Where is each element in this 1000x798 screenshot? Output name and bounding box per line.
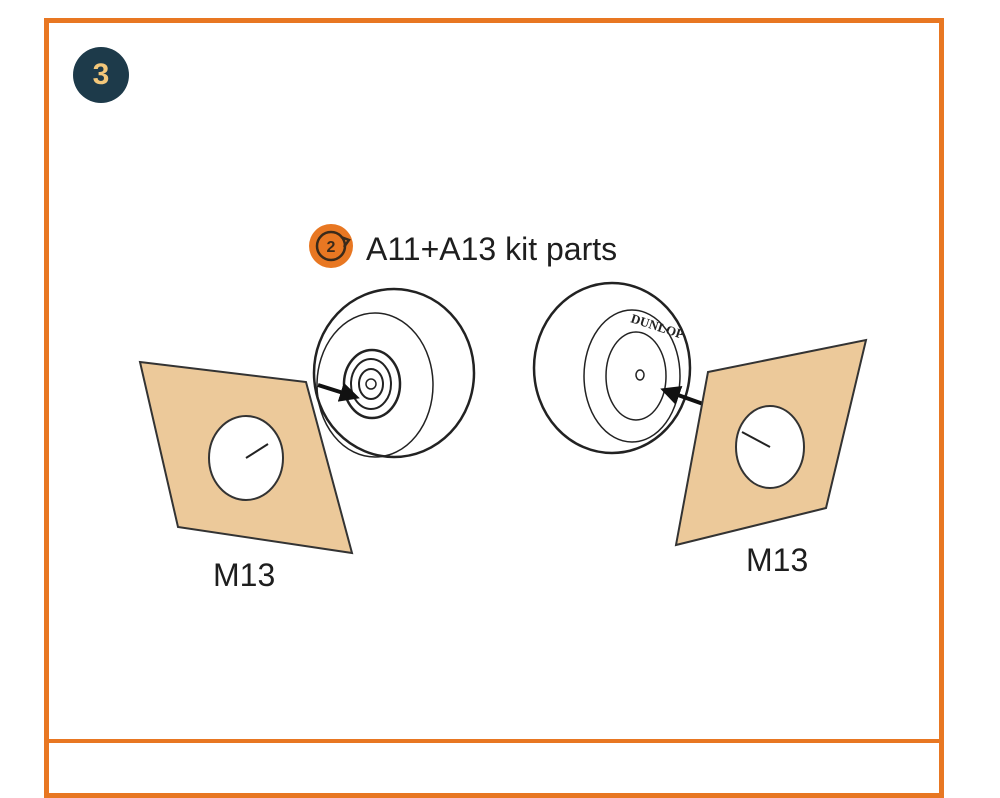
mask-left: [138, 360, 354, 555]
wheel-right: DUNLOP: [532, 281, 707, 455]
assembly-illustration: 2 DUNLOP: [138, 224, 868, 555]
mask-left-label: M13: [213, 557, 276, 593]
wheel-left: [312, 287, 476, 459]
step-number-badge: 3: [73, 47, 129, 103]
kit-parts-label: A11+A13 kit parts: [366, 231, 618, 267]
rotate-icon-number: 2: [327, 239, 336, 256]
rotate-arrow-icon: 2: [309, 224, 353, 268]
step-divider: [44, 739, 944, 743]
mask-right: [674, 338, 868, 547]
mask-right-label: M13: [746, 542, 809, 578]
